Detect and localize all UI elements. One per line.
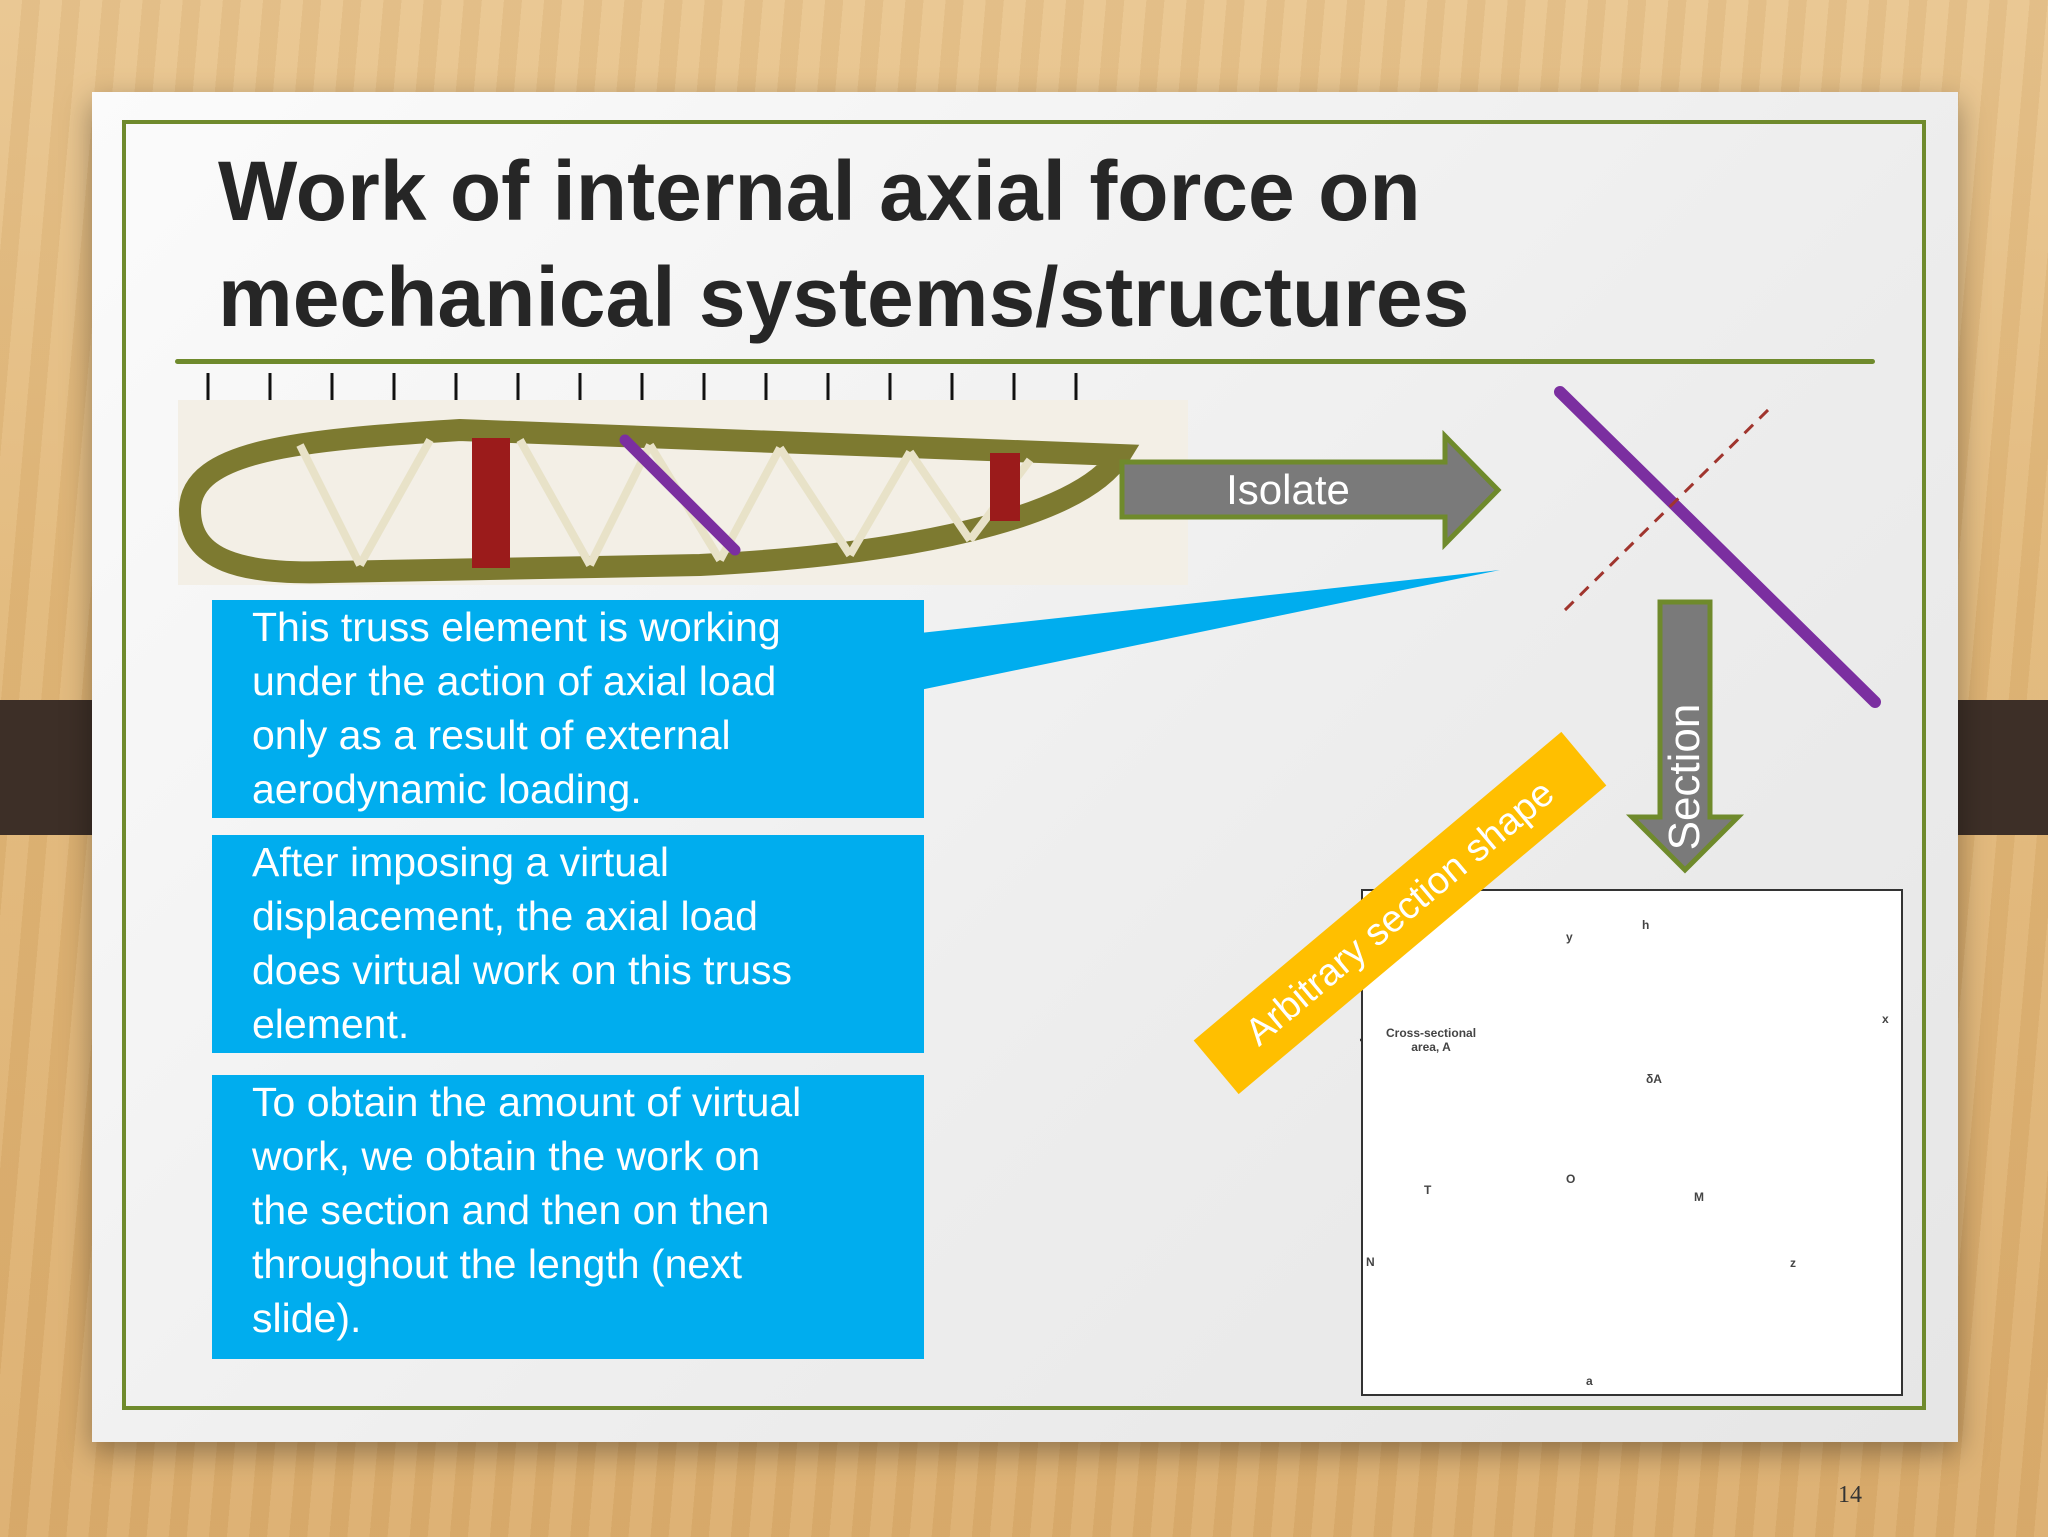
box2-line-3: does virtual work on this truss <box>252 947 793 993</box>
box3-line-2: work, we obtain the work on <box>252 1133 761 1179</box>
box1-line-2: under the action of axial load <box>252 658 777 704</box>
box3-line-3: the section and then on then <box>252 1187 770 1233</box>
box1-line-4: aerodynamic loading. <box>252 766 642 812</box>
wing-truss-image <box>178 400 1188 585</box>
title-line-2: mechanical systems/structures <box>218 250 1470 344</box>
section-label: Section <box>1660 703 1709 851</box>
box2-line-4: element. <box>252 1001 410 1047</box>
area-element-label: δA <box>1646 1072 1662 1086</box>
box1-line-3: only as a result of external <box>252 712 731 758</box>
page-number: 14 <box>1838 1482 1862 1508</box>
box3-line-5: slide). <box>252 1295 362 1341</box>
cross-section-label-line-1: Cross-sectional <box>1386 1026 1477 1040</box>
cross-section-area-label: Cross-sectional area, A <box>1386 1026 1476 1054</box>
slide-title: Work of internal axial force on mechanic… <box>218 138 1818 350</box>
isolate-arrow <box>1119 429 1502 551</box>
section-arrow <box>1625 599 1745 874</box>
cross-section-figure-box <box>1361 889 1903 1396</box>
isolated-truss-member <box>1554 386 1881 708</box>
box1-line-1: This truss element is working <box>252 604 781 650</box>
box3-line-1: To obtain the amount of virtual <box>252 1079 802 1125</box>
axis-label-x: x <box>1882 1012 1889 1026</box>
cross-section-label-line-2: area, A <box>1411 1040 1451 1054</box>
axis-label-a: a <box>1586 1374 1593 1388</box>
dimension-label-h: h <box>1642 918 1650 932</box>
axis-label-z: z <box>1790 1256 1796 1270</box>
isolate-label: Isolate <box>1226 466 1350 513</box>
callout-box-virtual-work: To obtain the amount of virtual work, we… <box>212 1075 924 1359</box>
box3-line-4: throughout the length (next <box>252 1241 743 1287</box>
callout-box-truss-element: This truss element is working under the … <box>212 600 924 818</box>
callout-box-virtual-displacement: After imposing a virtual displacement, t… <box>212 835 924 1053</box>
axis-label-m: M <box>1694 1190 1704 1204</box>
axis-label-t: T <box>1424 1183 1432 1197</box>
axis-label-y: y <box>1566 930 1573 944</box>
axis-label-n: N <box>1366 1255 1375 1269</box>
title-underline <box>175 359 1875 364</box>
slide-frame <box>122 120 1926 1410</box>
callout-pointer <box>920 570 1500 690</box>
title-line-1: Work of internal axial force on <box>218 144 1421 238</box>
axis-label-o: O <box>1566 1172 1576 1186</box>
box2-line-1: After imposing a virtual <box>252 839 670 885</box>
box2-line-2: displacement, the axial load <box>252 893 758 939</box>
